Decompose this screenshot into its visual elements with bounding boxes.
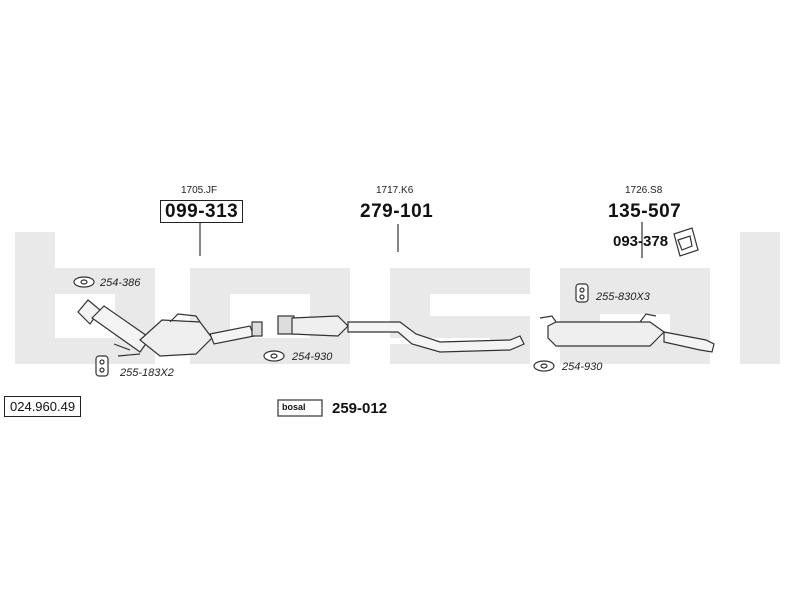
bracket-drawing [673,227,699,257]
part-code-1: 1705.JF [181,185,218,196]
part-number-2: 279-101 [360,201,434,222]
gasket-top-label: 254-386 [100,277,141,289]
part-number-1: 099-313 [160,200,244,223]
gasket-middle-label: 254-930 [292,351,333,363]
reference-number: 024.960.49 [4,396,82,417]
front-silencer-drawing [277,315,525,353]
rear-silencer-drawing [539,313,715,353]
part-number-3: 135-507 [608,201,682,222]
gasket-middle-drawing [263,350,285,362]
bracket-part-number: 093-378 [613,233,669,250]
catalytic-converter-drawing [77,299,263,357]
hanger-right-drawing [575,283,589,303]
gasket-top-drawing [73,276,95,288]
kit-logo-text: bosal [282,402,306,412]
hanger-left-label: 255-183X2 [120,367,174,379]
gasket-right-label: 254-930 [562,361,603,373]
part-code-2: 1717.K6 [376,185,414,196]
kit-logo-box [277,399,323,417]
kit-part-number: 259-012 [332,400,388,417]
hanger-right-label: 255-830X3 [596,291,650,303]
hanger-left-drawing [95,355,109,377]
part-code-3: 1726.S8 [625,185,663,196]
gasket-right-drawing [533,360,555,372]
